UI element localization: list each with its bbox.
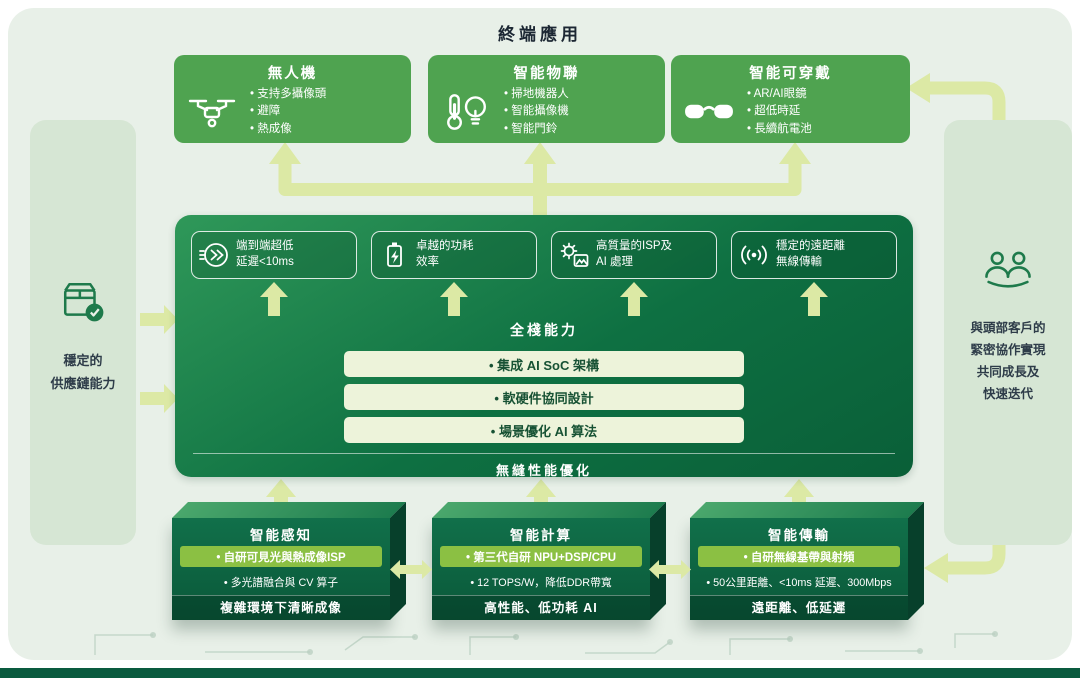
label-line: 端到端超低 [236,240,294,253]
label-line: 快速迭代 [982,386,1033,401]
arrow-up-icon [440,282,468,316]
label-line: AI 處理 [596,256,634,268]
list-item: • 智能攝像機 [504,105,569,118]
label-line: 高質量的ISP及 [596,240,673,253]
list-item: • 熱成像 [250,122,292,135]
label-line: 延遲<10ms [236,256,294,268]
full-stack-panel: 端到端超低 延遲<10ms 卓越的功耗 效率 [175,215,913,478]
divider [193,453,895,454]
feature-power-efficiency: 卓越的功耗 效率 [371,231,537,279]
list-item: • 智能門鈴 [504,122,558,135]
app-card-bullets: • 掃地機器人 • 智能攝像機 • 智能門鈴 [504,86,569,138]
list-item: • 超低時延 [747,105,801,118]
list-item: • 長續航電池 [747,122,812,135]
drone-icon [174,95,250,129]
chip-detail: • 12 TOPS/W，降低DDR帶寬 [470,577,612,589]
customer-collab-label: 與頭部客戶的 緊密協作實現 共同成長及 快速迭代 [944,318,1072,406]
app-card-wearable: 智能可穿戴 • AR/AI眼鏡 • 超低時延 • 長續航電池 [671,55,910,143]
arrow-up-icon [260,282,288,316]
label-line: 緊密協作實現 [970,342,1046,357]
app-card-title: 智能可穿戴 [749,66,832,82]
customer-collab-panel: 與頭部客戶的 緊密協作實現 共同成長及 快速迭代 [944,120,1072,545]
arrow-up-icon [800,282,828,316]
chip-title: 智能感知 [250,528,312,543]
chip-footer: 複雜環境下清晰成像 [172,595,390,620]
low-latency-icon [192,240,236,270]
isp-ai-icon [552,240,596,270]
capability-bar-soc: • 集成 AI SoC 架構 [344,351,744,377]
power-efficiency-icon [372,240,416,270]
label-line: 穩定的遠距離 [776,240,845,253]
chip-highlight-bar: • 第三代自研 NPU+DSP/CPU [440,546,642,567]
partnership-people-icon [944,248,1072,288]
page-title: 終端應用 [498,25,582,44]
feature-label: 高質量的ISP及 AI 處理 [596,239,672,270]
label-line: 卓越的功耗 [416,240,474,253]
double-arrow-icon [649,560,691,579]
label-line: 無線傳輸 [776,256,822,268]
iot-thermo-bulb-icon [428,93,504,131]
core-footer-label: 無縫性能優化 [495,463,592,478]
app-card-bullets: • 支持多攝像頭 • 避障 • 熱成像 [250,86,326,138]
smart-glasses-icon [671,99,747,125]
app-card-title: 無人機 [267,66,318,82]
label-line: 穩定的 [63,353,103,368]
label-line: 共同成長及 [976,364,1040,379]
label-line: 效率 [416,256,439,268]
stack-title: 全棧能力 [510,322,578,338]
chip-top-face [690,502,924,518]
chip-top-face [432,502,666,518]
supply-chain-label: 穩定的 供應鏈能力 [30,350,136,396]
chip-highlight-bar: • 自研無線基帶與射頻 [698,546,900,567]
label-line: 與頭部客戶的 [970,321,1046,335]
chip-card-perception: 智能感知 • 自研可見光與熱成像ISP • 多光譜融合與 CV 算子 複雜環境下… [172,502,406,620]
chip-card-transmission: 智能傳輸 • 自研無線基帶與射頻 • 50公里距離、<10ms 延遲、300Mb… [690,502,924,620]
list-item: • AR/AI眼鏡 [747,88,807,100]
feature-label: 端到端超低 延遲<10ms [236,239,294,270]
capability-bar-algorithm: • 場景優化 AI 算法 [344,417,744,443]
chip-highlight-bar: • 自研可見光與熱成像ISP [180,546,382,567]
app-card-title: 智能物聯 [513,66,580,82]
chip-footer: 高性能、低功耗 AI [432,595,650,620]
chip-title: 智能計算 [510,528,572,543]
app-card-iot: 智能物聯 • 掃地機器人 • 智能攝像機 • 智能門鈴 [428,55,665,143]
app-card-bullets: • AR/AI眼鏡 • 超低時延 • 長續航電池 [747,86,812,138]
capability-bar-codesign: • 軟硬件協同設計 [344,384,744,410]
page-edge-bar [0,668,1080,678]
wireless-icon [732,240,776,270]
feature-low-latency: 端到端超低 延遲<10ms [191,231,357,279]
supply-box-check-icon [30,278,136,324]
list-item: • 支持多攝像頭 [250,88,327,100]
list-item: • 避障 [250,105,281,118]
chip-title: 智能傳輸 [768,528,830,543]
double-arrow-icon [390,560,432,579]
label-line: 供應鏈能力 [50,375,116,391]
feature-isp-ai: 高質量的ISP及 AI 處理 [551,231,717,279]
feature-label: 卓越的功耗 效率 [416,239,474,270]
chip-detail: • 50公里距離、<10ms 延遲、300Mbps [706,577,892,589]
chip-card-computing: 智能計算 • 第三代自研 NPU+DSP/CPU • 12 TOPS/W，降低D… [432,502,666,620]
feature-label: 穩定的遠距離 無線傳輸 [776,239,845,270]
arrow-up-icon [620,282,648,316]
app-card-drone: 無人機 • 支持多攝像頭 • 避障 • 熱成像 [174,55,411,143]
chip-side-face [908,502,924,620]
chip-detail: • 多光譜融合與 CV 算子 [223,577,339,589]
chip-top-face [172,502,406,518]
supply-chain-panel: 穩定的 供應鏈能力 [30,120,136,545]
list-item: • 掃地機器人 [504,88,569,100]
chip-footer: 遠距離、低延遲 [690,595,908,620]
feature-wireless: 穩定的遠距離 無線傳輸 [731,231,897,279]
